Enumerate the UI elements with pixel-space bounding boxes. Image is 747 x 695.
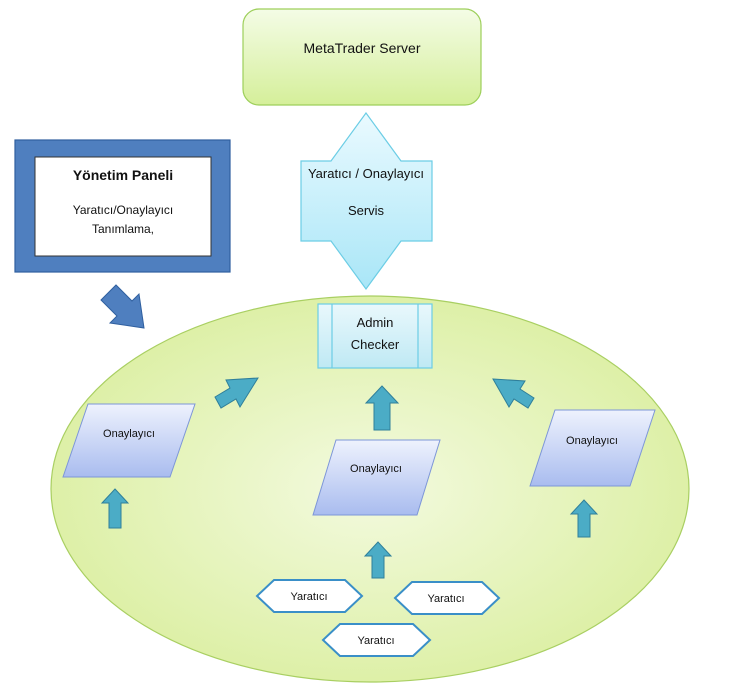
creator-hex-c: Yaratıcı (321, 623, 432, 657)
diagonal-arrow-icon (100, 284, 145, 329)
up-arrow-icon (100, 488, 130, 529)
up-arrow-icon (363, 541, 393, 579)
approver-right-label: Onaylayıcı (566, 435, 618, 447)
service-label-line1: Yaratıcı / Onaylayıcı (308, 166, 424, 181)
diagonal-arrow-icon (492, 378, 535, 409)
panel-title: Yönetim Paneli (73, 167, 173, 183)
creator-hex-a: Yaratıcı (255, 579, 364, 613)
panel-line2: Tanımlama, (92, 222, 154, 236)
server-label: MetaTrader Server (304, 40, 421, 56)
service-double-arrow: Yaratıcı / Onaylayıcı Servis (300, 111, 433, 291)
service-label-line2: Servis (348, 203, 385, 218)
creator-a-label: Yaratıcı (290, 591, 327, 603)
approver-center: Onaylayıcı (312, 439, 441, 516)
creator-b-label: Yaratıcı (427, 593, 464, 605)
up-arrow-icon (364, 385, 400, 431)
creator-c-label: Yaratıcı (357, 635, 394, 647)
approver-right: Onaylayıcı (529, 409, 656, 487)
creator-hex-b: Yaratıcı (393, 581, 501, 615)
management-panel: Yönetim Paneli Yaratıcı/Onaylayıcı Tanım… (14, 139, 231, 273)
approver-center-label: Onaylayıcı (350, 463, 402, 475)
approver-left: Onaylayıcı (62, 403, 196, 478)
admin-label-line2: Checker (351, 337, 400, 352)
panel-line1: Yaratıcı/Onaylayıcı (73, 203, 173, 217)
diagonal-arrow-icon (214, 377, 259, 409)
metatrader-server-box: MetaTrader Server (242, 8, 482, 106)
admin-label-line1: Admin (357, 315, 394, 330)
admin-checker-box: Admin Checker (317, 303, 433, 369)
up-arrow-icon (569, 499, 599, 538)
approver-left-label: Onaylayıcı (103, 428, 155, 440)
